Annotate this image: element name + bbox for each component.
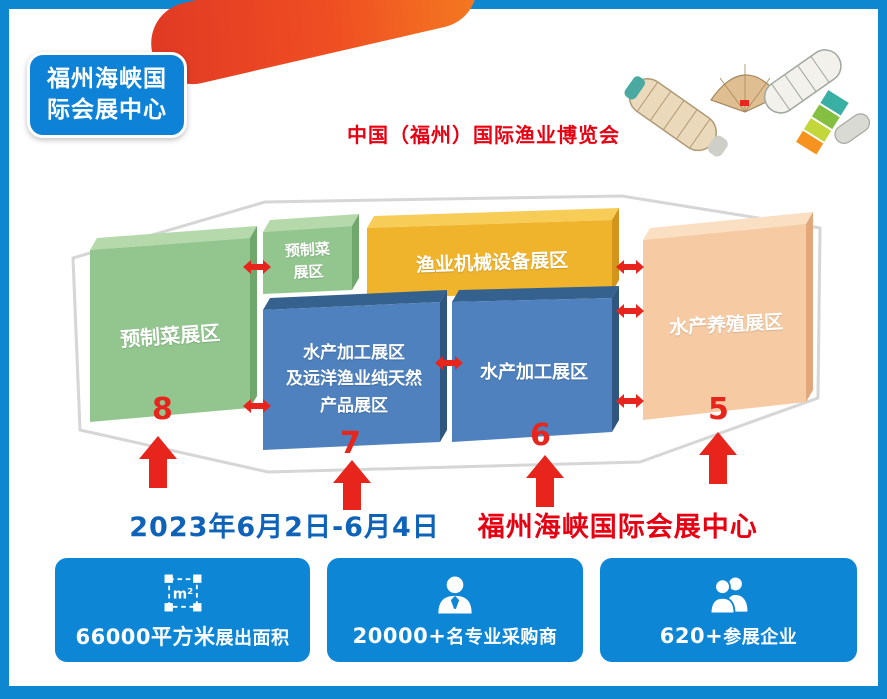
hall-6-number: 6	[530, 418, 551, 453]
frame-bottom-bar	[0, 686, 887, 699]
hall-6-label: 水产加工展区	[480, 362, 588, 383]
hall-8-shape	[90, 226, 257, 422]
hall-small-green-shape	[263, 214, 359, 294]
hall-machinery-shape	[367, 208, 619, 298]
buyer-icon	[438, 576, 472, 614]
hall-8-number: 8	[152, 392, 173, 427]
venue-badge-line1: 福州海峡国	[47, 65, 167, 92]
event-venue: 福州海峡国际会展中心	[477, 512, 758, 543]
svg-text:m²: m²	[172, 587, 192, 603]
hall-5-shape	[643, 212, 813, 420]
hall-5-number: 5	[708, 392, 729, 427]
floorplan-canvas	[71, 194, 822, 510]
hall-7-number: 7	[340, 426, 361, 461]
event-dates: 2023年6月2日-6月4日	[129, 512, 440, 543]
venue-map-far-right-hall	[834, 113, 871, 144]
stat-card-area: m² 66000平方米展出面积	[55, 558, 310, 662]
hall-7-label: 水产加工展区 及远洋渔业纯天然 产品展区	[286, 343, 422, 416]
venue-badge: 福州海峡国 际会展中心	[27, 52, 187, 138]
area-icon: m²	[164, 574, 201, 612]
venue-map-colored-halls	[796, 90, 849, 155]
hall-small-green-label: 预制菜 展区	[284, 239, 331, 282]
dateline: 2023年6月2日-6月4日 福州海峡国际会展中心	[0, 505, 887, 544]
page-title: 中国（福州）国际渔业博览会	[347, 123, 620, 147]
venue-map-right-wing	[763, 49, 842, 114]
venue-map-illustration	[624, 49, 871, 157]
orange-swoosh-decoration	[143, 0, 485, 93]
venue-badge-line2: 际会展中心	[47, 97, 167, 123]
venue-map-left-wing	[624, 76, 728, 157]
frame-left-bar	[0, 0, 9, 699]
stat-card-buyers: 20000+名专业采购商	[327, 558, 583, 662]
venue-map-entrance-mark	[740, 100, 749, 106]
people-icon	[709, 577, 747, 615]
stat-label-buyers: 20000+名专业采购商	[352, 624, 558, 648]
frame-right-bar	[878, 0, 887, 699]
stat-label-area: 66000平方米展出面积	[75, 625, 290, 649]
stat-card-exhibitors: 620+参展企业	[600, 558, 857, 662]
hall-6-shape	[452, 286, 619, 442]
stat-label-exhibitors: 620+参展企业	[659, 624, 798, 648]
